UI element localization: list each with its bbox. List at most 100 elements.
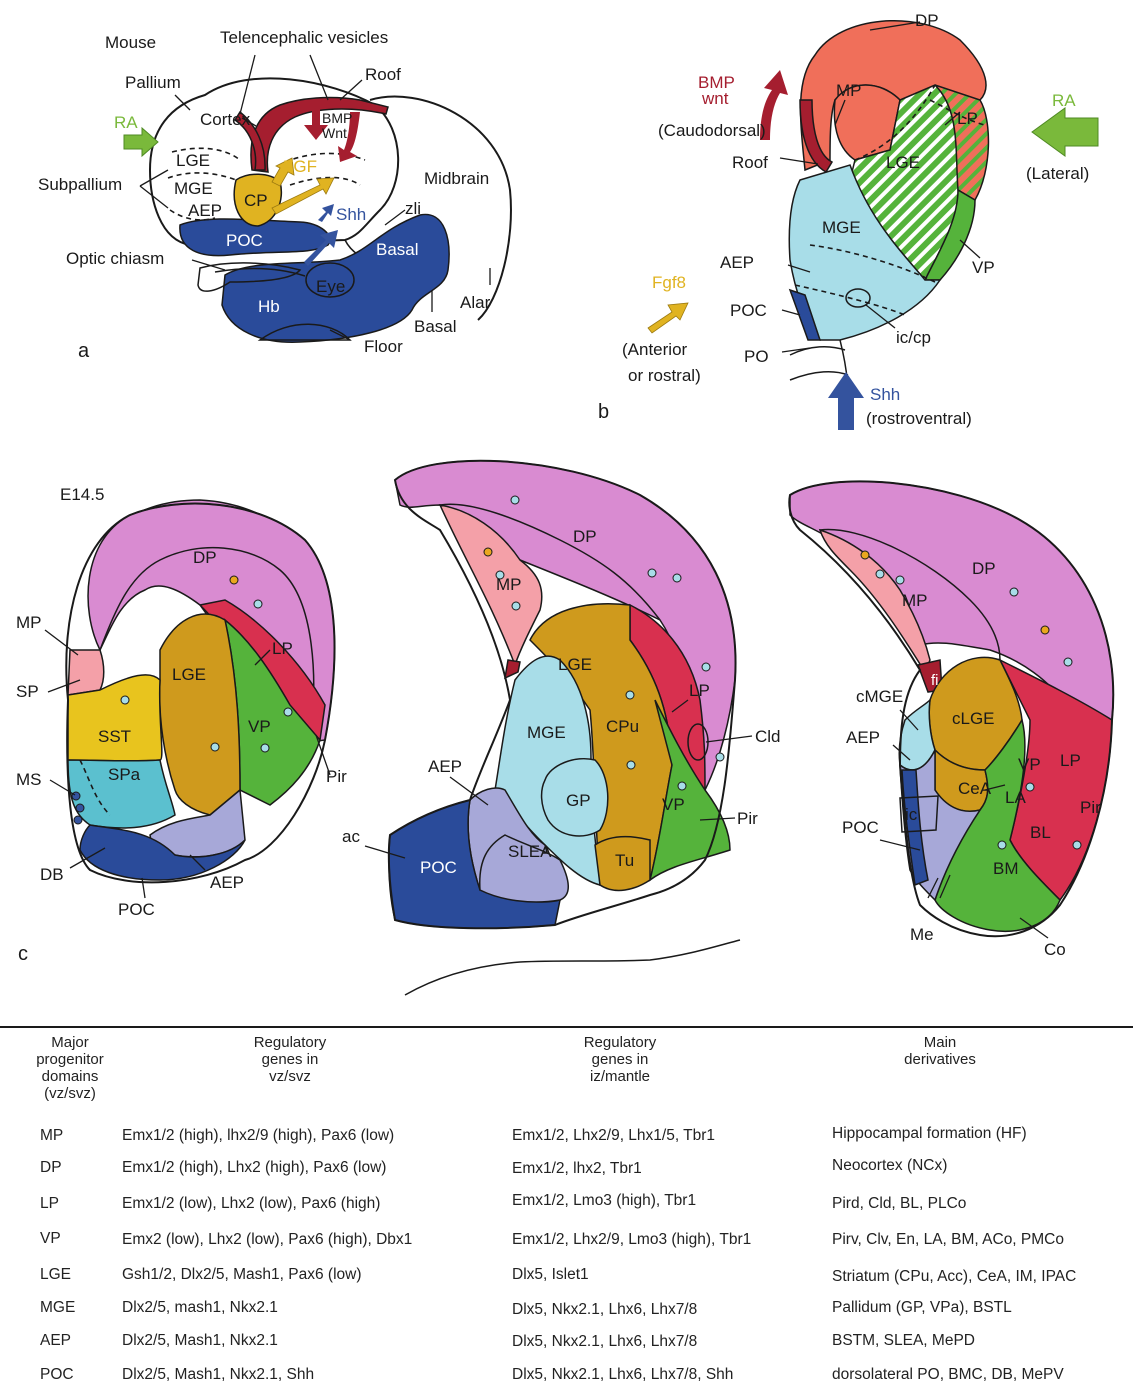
label-aep-cm: AEP (428, 757, 462, 776)
label-floor: Floor (364, 337, 403, 356)
vz-genes-cell: Gsh1/2, Dlx2/5, Mash1, Pax6 (low) (122, 1266, 362, 1284)
header-text: Major progenitor domains (vz/svz) (36, 1034, 104, 1102)
label-fi-cr: fi (931, 672, 939, 689)
label-gp-cm: GP (566, 791, 591, 810)
panel-a-mouse-embryo-brain: Mouse Telencephalic vesicles Roof Palliu… (38, 28, 511, 362)
lower-contour-cm (405, 940, 740, 995)
label-aep-b: AEP (720, 253, 754, 272)
mantle-genes-cell: Dlx5, Nkx2.1, Lhx6, Lhx7/8 (512, 1333, 697, 1351)
label-vp-cr: VP (1018, 755, 1041, 774)
label-tu-cm: Tu (615, 851, 634, 870)
label-co-cr: Co (1044, 940, 1066, 959)
label-ic-cr: ic (905, 805, 918, 824)
mp-region-cl (68, 650, 104, 695)
label-mge-b: MGE (822, 218, 861, 237)
vz-genes-cell: Dlx2/5, mash1, Nkx2.1 (122, 1299, 278, 1317)
shh-arrow-b (828, 372, 864, 430)
shh-arrow-2 (318, 204, 334, 222)
label-db-cl: DB (40, 865, 64, 884)
derivatives-cell: Pallidum (GP, VPa), BSTL (832, 1299, 1012, 1317)
label-dp-cm: DP (573, 527, 597, 546)
domain-cell: VP (40, 1230, 61, 1248)
vz-genes-cell: Dlx2/5, Mash1, Nkx2.1 (122, 1332, 278, 1350)
label-bmp-a: BMP (322, 110, 352, 126)
label-dp-cl: DP (193, 548, 217, 567)
vz-genes-cell: Emx1/2 (high), Lhx2 (high), Pax6 (low) (122, 1159, 386, 1177)
label-bl-cr: BL (1030, 823, 1051, 842)
label-dp-cr: DP (972, 559, 996, 578)
label-ra-a: RA (114, 113, 138, 132)
derivatives-cell: Hippocampal formation (HF) (832, 1125, 1027, 1143)
header-text: Regulatory genes in vz/svz (254, 1034, 327, 1085)
domain-cell: MGE (40, 1299, 75, 1317)
label-rostroventral: (rostroventral) (866, 409, 972, 428)
label-pir-cr: Pir (1080, 798, 1101, 817)
label-anterior: (Anterior (622, 340, 688, 359)
panel-letter-b: b (598, 401, 609, 423)
table-header-mantle-genes: Regulatory genes in iz/mantle (545, 1034, 695, 1085)
ra-arrow-a (124, 128, 158, 156)
label-slea-cm: SLEA (508, 842, 552, 861)
label-ra-b: RA (1052, 91, 1076, 110)
poc-leader-cl (142, 878, 145, 898)
label-la-cr: LA (1005, 788, 1026, 807)
label-vp-cl: VP (248, 717, 271, 736)
label-alar: Alar (460, 293, 491, 312)
label-cortex: Cortex (200, 110, 251, 129)
derivatives-cell: dorsolateral PO, BMC, DB, MePV (832, 1366, 1064, 1384)
label-poc-cl: POC (118, 900, 155, 919)
label-lp-cr: LP (1060, 751, 1081, 770)
label-basal-lower: Basal (414, 317, 457, 336)
panel-b-telencephalon-section: DP BMP wnt MP RA LP (Caudodorsal) Roof L… (598, 11, 1098, 430)
label-shh-b: Shh (870, 385, 900, 404)
label-midbrain: Midbrain (424, 169, 489, 188)
label-lge-a: LGE (176, 151, 210, 170)
label-caudodorsal: (Caudodorsal) (658, 121, 766, 140)
label-mp-b: MP (836, 81, 862, 100)
table-header-derivatives: Main derivatives (870, 1034, 1010, 1068)
label-ms-cl: MS (16, 770, 42, 789)
label-mge-a: MGE (174, 179, 213, 198)
domain-cell: MP (40, 1127, 63, 1145)
label-e145: E14.5 (60, 485, 104, 504)
label-me-cr: Me (910, 925, 934, 944)
ra-arrow-b (1032, 108, 1098, 156)
label-lp-b: LP (957, 109, 978, 128)
label-spa-cl: SPa (108, 765, 141, 784)
label-pir-cm: Pir (737, 809, 758, 828)
label-poc-a: POC (226, 231, 263, 250)
table-header-domains: Major progenitor domains (vz/svz) (20, 1034, 120, 1102)
label-basal-upper: Basal (376, 240, 419, 259)
label-roof-a: Roof (365, 65, 401, 84)
derivatives-cell: BSTM, SLEA, MePD (832, 1332, 975, 1350)
header-text: Main derivatives (904, 1034, 976, 1068)
mantle-genes-cell: Emx1/2, Lmo3 (high), Tbr1 (512, 1192, 696, 1210)
optic-chiasm-leader (192, 260, 225, 270)
domain-cell: POC (40, 1366, 74, 1384)
lge-region-cl (160, 614, 240, 815)
mantle-genes-cell: Dlx5, Islet1 (512, 1266, 589, 1284)
derivatives-cell: Pirv, Clv, En, LA, BM, ACo, PMCo (832, 1231, 1064, 1249)
label-dp-b: DP (915, 11, 939, 30)
label-fgf8-b: Fgf8 (652, 273, 686, 292)
label-eye: Eye (316, 277, 345, 296)
label-wnt-a: Wnt (322, 125, 347, 141)
panel-c-middle-section: DP MP LP LGE MGE CPu Cld AEP GP VP Pir a… (342, 461, 781, 995)
label-rostral: or rostral) (628, 366, 701, 385)
mantle-genes-cell: Emx1/2, lhx2, Tbr1 (512, 1160, 642, 1178)
label-vp-cm: VP (662, 795, 685, 814)
panel-c-left-section: E14.5 DP MP LP SP LGE SST VP Pir MS SPa … (16, 485, 347, 965)
vz-genes-cell: Emx1/2 (high), lhx2/9 (high), Pax6 (low) (122, 1127, 394, 1145)
mantle-genes-cell: Dlx5, Nkx2.1, Lhx6, Lhx7/8 (512, 1301, 697, 1319)
label-wnt-b: wnt (701, 89, 729, 108)
label-lp-cm: LP (689, 681, 710, 700)
mantle-genes-cell: Dlx5, Nkx2.1, Lhx6, Lhx7/8, Shh (512, 1366, 733, 1384)
label-sp-cl: SP (16, 682, 39, 701)
vz-genes-cell: Emx2 (low), Lhx2 (low), Pax6 (high), Dbx… (122, 1231, 412, 1249)
derivatives-cell: Pird, Cld, BL, PLCo (832, 1195, 966, 1213)
label-vp-b: VP (972, 258, 995, 277)
table-header-vz-genes: Regulatory genes in vz/svz (215, 1034, 365, 1085)
label-ic-cp: ic/cp (896, 328, 931, 347)
label-sst-cl: SST (98, 727, 131, 746)
label-cld-cm: Cld (755, 727, 781, 746)
